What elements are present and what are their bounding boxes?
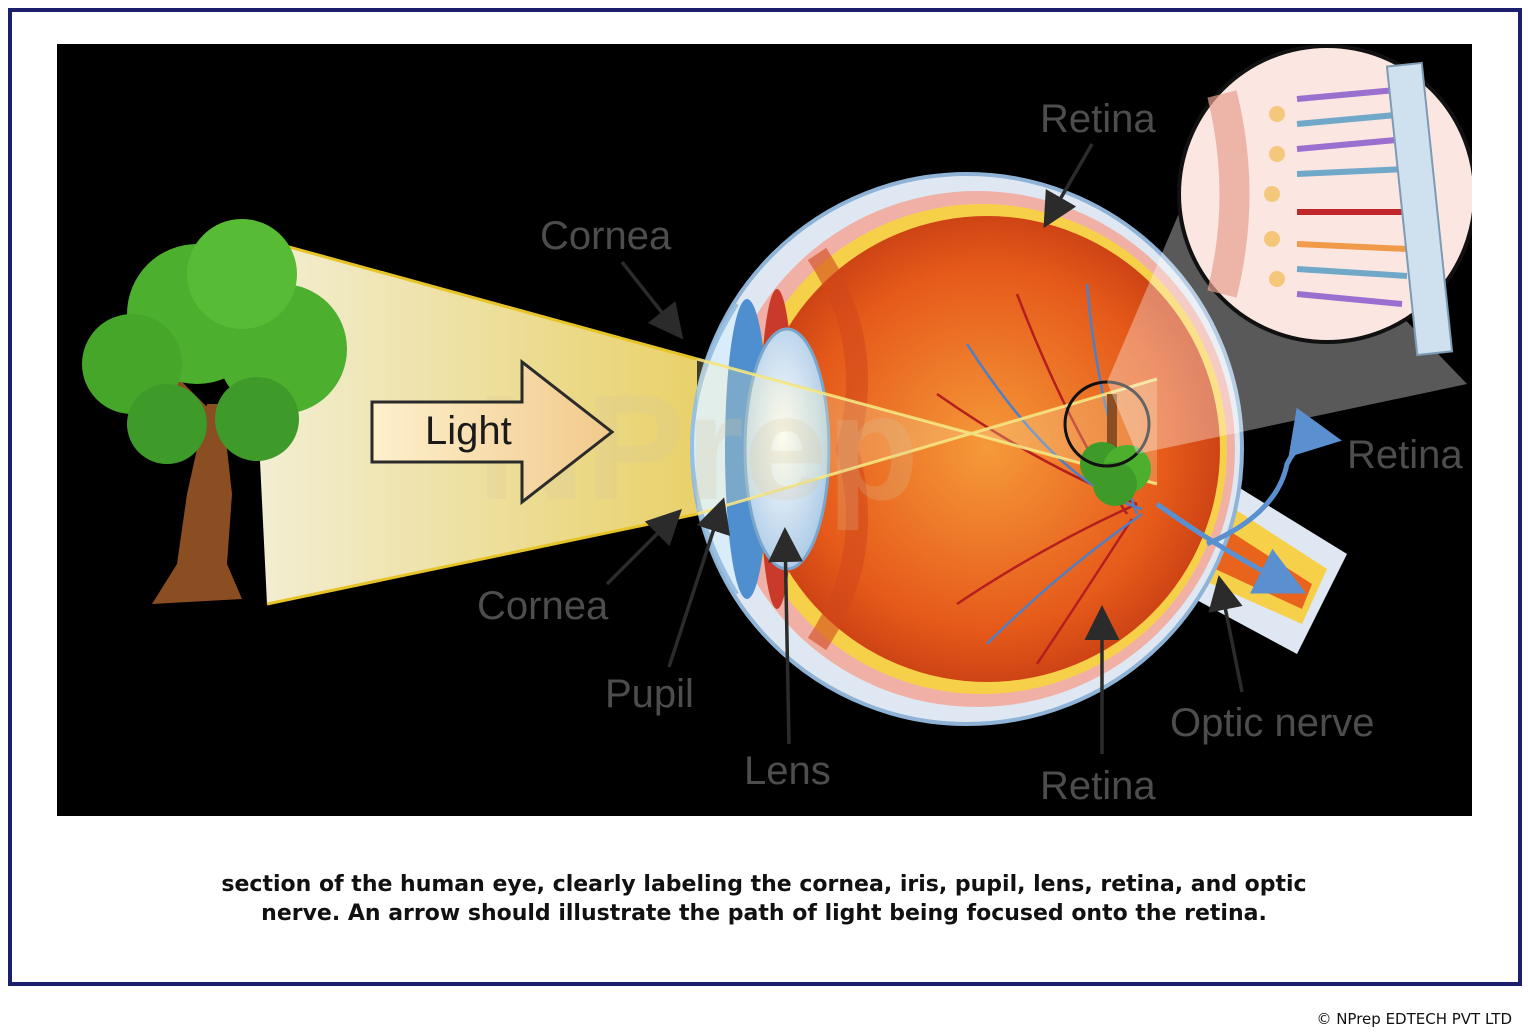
label-retina-bottom: Retina	[1040, 764, 1156, 808]
light-arrow-icon	[370, 358, 615, 506]
caption-line-2: nerve. An arrow should illustrate the pa…	[261, 901, 1267, 926]
caption-line-1: section of the human eye, clearly labeli…	[221, 872, 1307, 897]
retina-cells-icon	[1063, 44, 1472, 468]
figure-caption: section of the human eye, clearly labeli…	[120, 870, 1408, 928]
label-retina-right: Retina	[1347, 433, 1463, 477]
label-cornea-top: Cornea	[540, 214, 672, 258]
label-optic-nerve: Optic nerve	[1170, 701, 1375, 745]
label-lens: Lens	[744, 749, 831, 793]
label-retina-top: Retina	[1040, 97, 1156, 141]
tree-icon	[82, 219, 347, 604]
label-cornea-bottom: Cornea	[477, 584, 609, 628]
inverted-image-icon	[1080, 394, 1151, 506]
copyright-footer: © NPrep EDTECH PVT LTD	[1316, 1010, 1512, 1028]
label-pupil: Pupil	[605, 672, 694, 716]
label-light: Light	[425, 409, 512, 453]
eye-diagram: NPrep Light Cornea Cornea Retina Retina …	[57, 44, 1472, 816]
